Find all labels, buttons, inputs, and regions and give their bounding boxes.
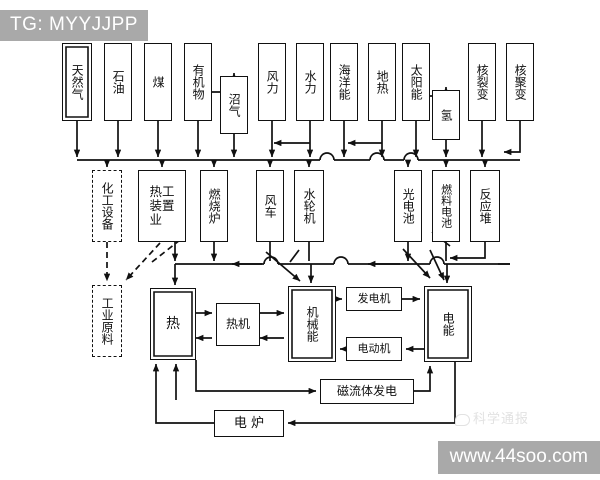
converter-water-turbine-label: 水轮机 (302, 188, 317, 224)
watermark-bottom-right: www.44soo.com (437, 441, 600, 474)
source-petroleum[interactable]: 石油 (104, 43, 132, 121)
source-wind-power[interactable]: 风力 (258, 43, 286, 121)
converter-chemical-equipment[interactable]: 化工设备 (92, 170, 122, 242)
source-biogas-label: 沼气 (227, 93, 242, 117)
converter-chemical-equipment-label: 化工设备 (100, 182, 115, 230)
source-geothermal-label: 地热 (375, 70, 390, 94)
source-solar-energy[interactable]: 太阳能 (402, 43, 430, 121)
converter-windmill[interactable]: 风车 (256, 170, 284, 242)
device-electric-furnace-label: 电 炉 (233, 415, 265, 431)
energy-heat-label: 热 (166, 315, 180, 332)
converter-reactor-label: 反应堆 (478, 188, 493, 224)
source-ocean-energy-label: 海洋能 (337, 64, 352, 100)
source-hydro-power[interactable]: 水力 (296, 43, 324, 121)
device-motor-label: 电动机 (357, 342, 391, 356)
source-organic-matter-label: 有机物 (191, 64, 206, 100)
source-natural-gas[interactable]: 天然气 (62, 43, 92, 121)
source-natural-gas-label: 天然气 (70, 64, 85, 100)
energy-heat[interactable]: 热 (150, 288, 196, 360)
converter-fuel-cell-label: 燃料电池 (439, 184, 453, 228)
source-hydrogen-label: 氢 (439, 109, 454, 121)
source-coal[interactable]: 煤 (144, 43, 172, 121)
product-industrial-material-label: 工业原料 (100, 297, 115, 345)
device-generator-label: 发电机 (357, 292, 391, 306)
watermark-faint-text: 科学通报 (473, 412, 530, 427)
source-hydro-power-label: 水力 (303, 70, 318, 94)
source-hydrogen[interactable]: 氢 (432, 90, 460, 140)
device-mhd-generator[interactable]: 磁流体发电 (320, 379, 414, 404)
watermark-top-left: TG: MYYJJPP (0, 10, 148, 41)
device-heat-engine-label: 热机 (225, 317, 250, 332)
source-coal-label: 煤 (151, 76, 166, 88)
source-nuclear-fusion-label: 核聚变 (513, 64, 528, 100)
speech-bubble-icon (455, 413, 470, 426)
converter-thermal-device[interactable]: 热 工 装 置 业 (138, 170, 186, 242)
energy-mechanical[interactable]: 机械能 (288, 286, 336, 362)
thermal-char-2: 工 (162, 184, 175, 199)
device-motor[interactable]: 电动机 (346, 337, 402, 361)
watermark-faint-logo: 科学通报 (455, 408, 529, 427)
converter-combustion-furnace[interactable]: 燃烧炉 (200, 170, 228, 242)
device-heat-engine[interactable]: 热机 (216, 303, 260, 346)
converter-water-turbine[interactable]: 水轮机 (294, 170, 324, 242)
converter-reactor[interactable]: 反应堆 (470, 170, 500, 242)
product-industrial-material[interactable]: 工业原料 (92, 285, 122, 357)
device-mhd-generator-label: 磁流体发电 (336, 384, 397, 399)
converter-windmill-label: 风车 (263, 194, 278, 218)
source-geothermal[interactable]: 地热 (368, 43, 396, 121)
converter-photocell-label: 光电池 (401, 188, 416, 224)
source-wind-power-label: 风力 (265, 70, 280, 94)
source-organic-matter[interactable]: 有机物 (184, 43, 212, 121)
thermal-char-1: 热 (149, 184, 162, 199)
source-nuclear-fission[interactable]: 核裂变 (468, 43, 496, 121)
source-biogas[interactable]: 沼气 (220, 76, 248, 134)
converter-combustion-furnace-label: 燃烧炉 (207, 188, 222, 224)
energy-electric-label: 电能 (441, 312, 456, 336)
energy-mechanical-label: 机械能 (305, 306, 320, 342)
converter-fuel-cell[interactable]: 燃料电池 (432, 170, 460, 242)
thermal-char-3: 装 (149, 198, 162, 213)
device-generator[interactable]: 发电机 (346, 287, 402, 311)
source-solar-energy-label: 太阳能 (409, 64, 424, 100)
source-ocean-energy[interactable]: 海洋能 (330, 43, 358, 121)
converter-thermal-device-label: 热 工 装 置 业 (149, 185, 174, 227)
source-petroleum-label: 石油 (111, 70, 126, 94)
device-electric-furnace[interactable]: 电 炉 (214, 410, 284, 437)
source-nuclear-fission-label: 核裂变 (475, 64, 490, 100)
converter-photocell[interactable]: 光电池 (394, 170, 422, 242)
source-nuclear-fusion[interactable]: 核聚变 (506, 43, 534, 121)
energy-electric[interactable]: 电能 (424, 286, 472, 362)
thermal-char-4: 置 (162, 198, 175, 213)
thermal-char-5: 业 (149, 212, 162, 227)
